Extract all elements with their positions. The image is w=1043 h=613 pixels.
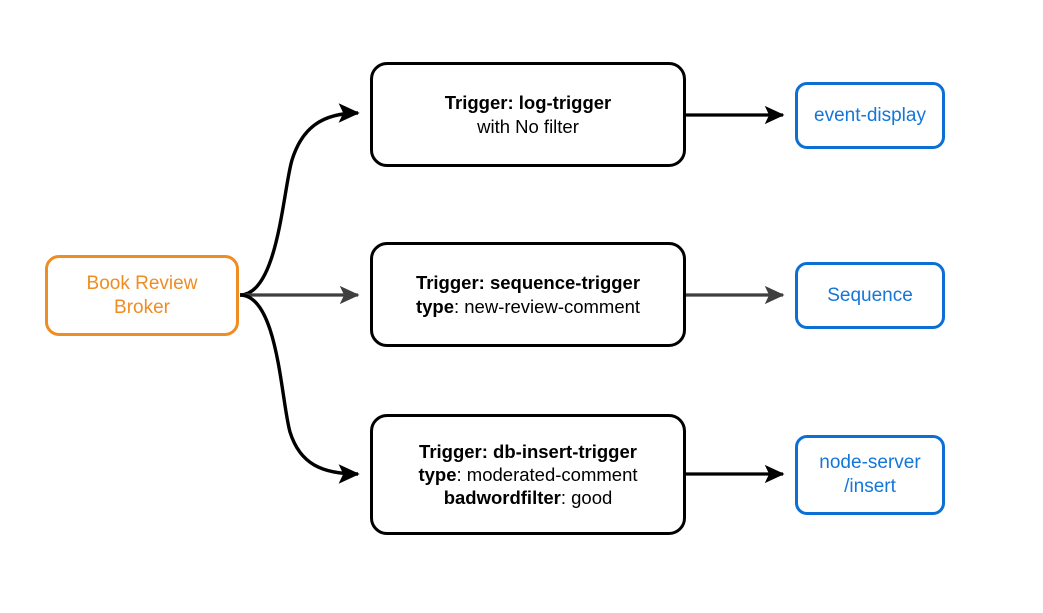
sink-event-display-label: event-display [814, 104, 926, 126]
sink-node-server-label-line2: /insert [844, 476, 896, 497]
trigger-db-filter-key: badwordfilter [443, 487, 561, 509]
node-book-review-broker[interactable]: Book Review Broker [45, 255, 239, 336]
trigger-sequence-detail-value: : new-review-comment [453, 295, 641, 317]
node-trigger-log-trigger[interactable]: Trigger: log-trigger with No filter [370, 62, 686, 167]
trigger-db-title: Trigger: db-insert-trigger [419, 440, 637, 462]
trigger-sequence-title: Trigger: sequence-trigger [415, 272, 641, 294]
trigger-sequence-detail-key: type [415, 295, 454, 317]
node-trigger-db-insert-trigger[interactable]: Trigger: db-insert-trigger type: moderat… [370, 414, 686, 535]
trigger-db-type-key: type [418, 463, 457, 485]
sink-node-server-label-line1: node-server [819, 452, 921, 474]
edge-broker-to-db-insert-trigger [239, 293, 360, 484]
trigger-log-detail: with No filter [477, 115, 579, 138]
trigger-db-detail-type: type: moderated-comment [418, 463, 637, 486]
sink-sequence-label: Sequence [827, 284, 913, 306]
trigger-log-detail-value: with No filter [477, 115, 579, 137]
broker-label-line1: Book Review [86, 272, 198, 294]
trigger-db-detail-filter: badwordfilter: good [444, 486, 613, 509]
broker-label-line2: Broker [114, 296, 170, 318]
node-trigger-sequence-trigger[interactable]: Trigger: sequence-trigger type: new-revi… [370, 242, 686, 347]
node-sink-node-server-insert[interactable]: node-server /insert [795, 435, 945, 515]
trigger-log-title: Trigger: log-trigger [444, 92, 612, 114]
trigger-db-filter-value: : good [560, 487, 613, 509]
trigger-db-type-value: : moderated-comment [456, 463, 638, 485]
edge-broker-to-log-trigger [239, 103, 360, 297]
trigger-sequence-detail: type: new-review-comment [416, 295, 640, 318]
node-sink-event-display[interactable]: event-display [795, 82, 945, 149]
node-sink-sequence[interactable]: Sequence [795, 262, 945, 329]
